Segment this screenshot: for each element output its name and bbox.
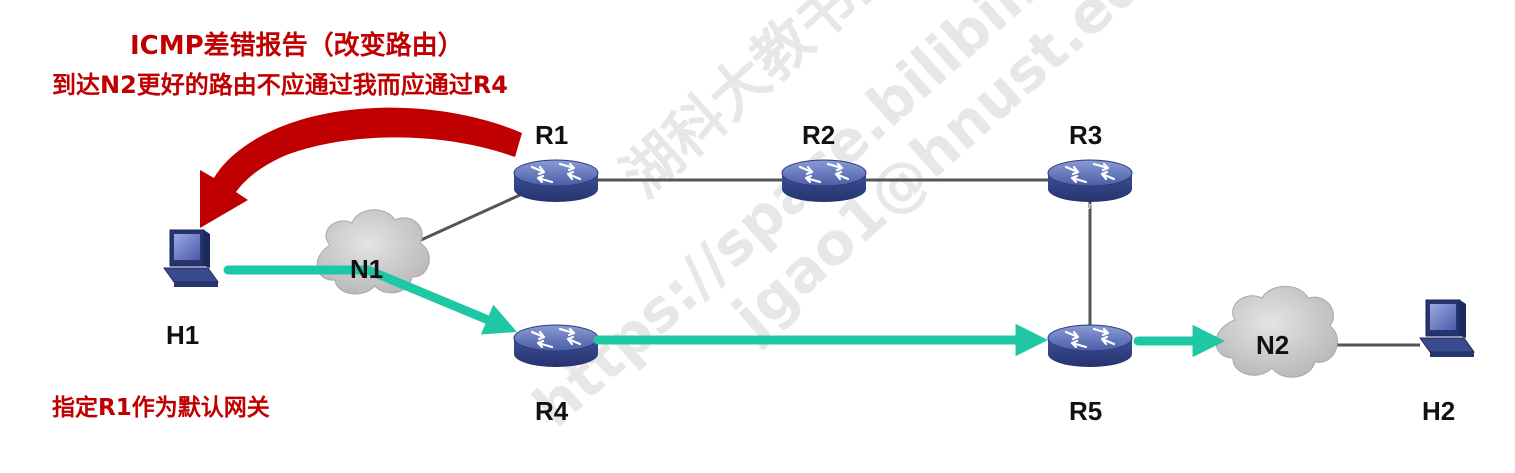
network-label-n1: N1 (350, 254, 384, 284)
host-h1-computer-icon (163, 229, 219, 288)
router-r3 (1046, 158, 1134, 204)
router-r5 (1046, 323, 1134, 369)
network-label-n2: N2 (1256, 330, 1290, 360)
path-h1-n1-r4 (223, 265, 517, 335)
icmp-annotation-line-1: ICMP差错报告（改变路由） (130, 31, 464, 61)
network-cloud-n2 (1215, 285, 1338, 378)
default-gateway-note: 指定R1作为默认网关 (52, 395, 270, 421)
link-r1-n1 (409, 193, 521, 247)
router-r2 (780, 158, 868, 204)
router-r1 (512, 158, 600, 204)
data-path (223, 265, 1225, 358)
router-label-r2: R2 (802, 120, 836, 150)
host-h2-computer-icon (1419, 299, 1475, 358)
icmp-redirect-arrow (200, 107, 522, 228)
router-badge-r4: ROUTER (541, 369, 571, 376)
host-label-h1: H1 (166, 320, 200, 350)
router-label-r4: R4 (535, 396, 569, 426)
router-label-r3: R3 (1069, 120, 1103, 150)
router-badge-r2: ROUTER (809, 204, 839, 211)
router-r4 (512, 323, 600, 369)
router-badge-r1: ROUTER (541, 204, 571, 211)
icmp-annotation-line-2: 到达N2更好的路由不应通过我而应通过R4 (52, 71, 508, 99)
host-label-h2: H2 (1422, 396, 1456, 426)
router-badge-r3: ROUTER (1075, 204, 1105, 211)
router-label-r5: R5 (1069, 396, 1103, 426)
router-label-r1: R1 (535, 120, 569, 150)
router-badge-r5: ROUTER (1075, 369, 1105, 376)
